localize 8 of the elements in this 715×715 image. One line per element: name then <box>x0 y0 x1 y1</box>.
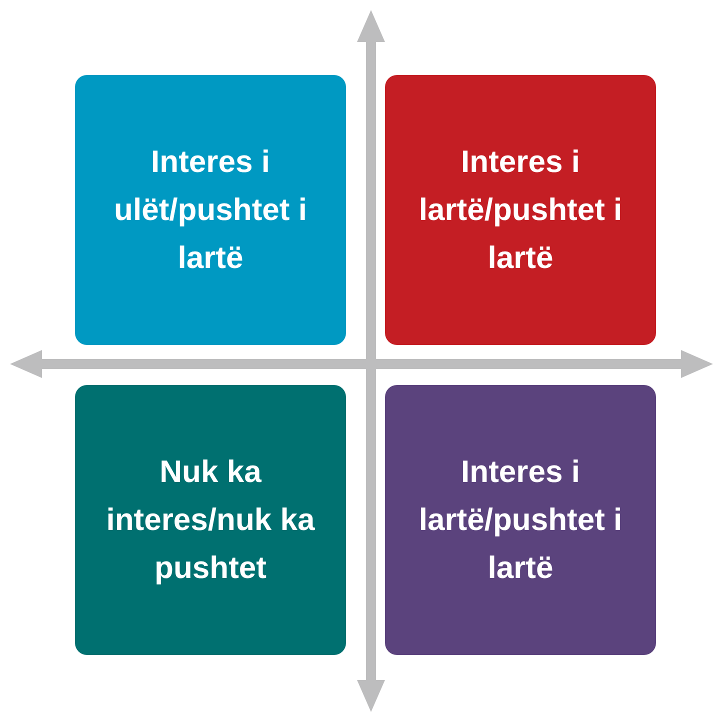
quadrant-box <box>385 75 656 345</box>
quadrant-label: Interes i ulët/pushtet i lartë <box>113 143 308 277</box>
quadrant-box <box>75 75 346 345</box>
quadrant-box <box>385 385 656 655</box>
quadrant-box <box>75 385 346 655</box>
quadrant-label: Nuk ka interes/nuk ka pushtet <box>105 453 316 587</box>
quadrant-label: Interes i lartë/pushtet i lartë <box>418 453 624 587</box>
quadrant-label: Interes i lartë/pushtet i lartë <box>418 143 624 277</box>
